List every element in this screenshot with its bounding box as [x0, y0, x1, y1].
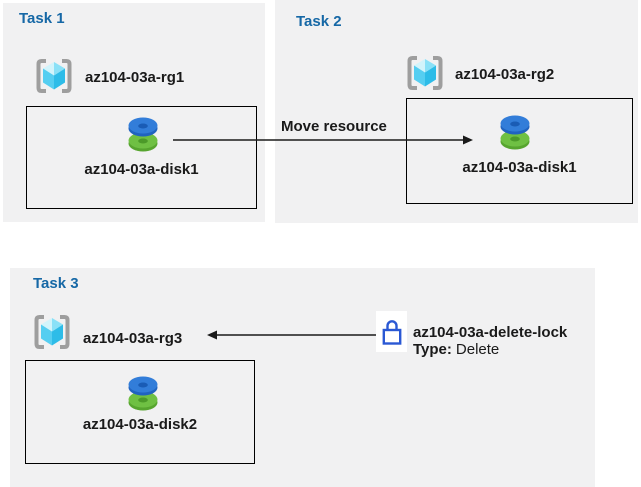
task3-resource-box	[25, 360, 255, 464]
managed-disk-icon	[500, 115, 530, 150]
lock-arrow	[207, 330, 376, 340]
lock-name-label: az104-03a-delete-lock	[413, 324, 568, 341]
resource-group-icon	[36, 59, 72, 93]
resource-group-icon	[34, 315, 70, 349]
move-resource-arrow	[173, 135, 473, 145]
lock-chip	[376, 311, 407, 352]
lock-type-value: Delete	[455, 341, 500, 358]
managed-disk-icon	[128, 117, 158, 152]
task1-disk-label: az104-03a-disk1	[84, 161, 199, 178]
task3-panel	[10, 268, 595, 487]
task1-resource-box	[26, 106, 257, 209]
task1-panel	[3, 3, 265, 222]
lock-icon	[382, 319, 401, 345]
move-resource-label: Move resource	[281, 118, 387, 135]
task2-title: Task 2	[296, 13, 342, 30]
managed-disk-icon	[128, 376, 158, 411]
task2-rg-label: az104-03a-rg2	[455, 66, 555, 83]
resource-group-icon	[407, 56, 443, 90]
task2-disk-label: az104-03a-disk1	[462, 159, 577, 176]
lock-type-key: Type:	[413, 341, 452, 358]
task2-resource-box	[406, 98, 633, 204]
task1-rg-label: az104-03a-rg1	[85, 69, 185, 86]
task3-disk-label: az104-03a-disk2	[82, 416, 198, 433]
lock-type-label: Type:Delete	[413, 341, 499, 358]
task2-panel	[275, 0, 638, 223]
task3-title: Task 3	[33, 275, 79, 292]
task3-rg-label: az104-03a-rg3	[83, 330, 183, 347]
task1-title: Task 1	[19, 10, 65, 27]
